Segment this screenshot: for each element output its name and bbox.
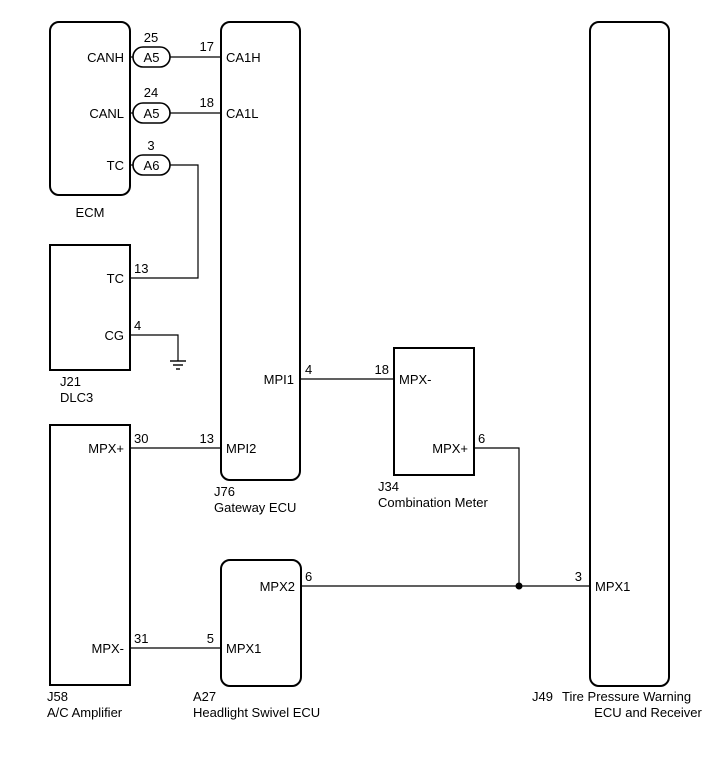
connector-a5-canh	[132, 46, 171, 68]
meter-label: Combination Meter	[378, 495, 488, 510]
meter-id: J34	[378, 479, 399, 494]
dlc3-pin-num-tc: 13	[134, 261, 148, 276]
connector-a6-tc	[132, 154, 171, 176]
tpw-label-line1: Tire Pressure Warning	[562, 689, 691, 704]
tpw-pin-mpx1: MPX1	[595, 579, 630, 594]
connector-a5-canl-label: A5	[144, 106, 160, 121]
ac-amplifier-box	[49, 424, 131, 686]
ac-pin-num-mpx-plus: 30	[134, 431, 148, 446]
headlight-pin-num-mpx2: 6	[305, 569, 312, 584]
gateway-pin-ca1l: CA1L	[226, 106, 259, 121]
meter-pin-mpx-plus: MPX+	[432, 441, 468, 456]
ac-label: A/C Amplifier	[47, 705, 123, 720]
tpw-pin-num-mpx1: 3	[575, 569, 582, 584]
ac-id: J58	[47, 689, 68, 704]
headlight-pin-num-mpx1: 5	[207, 631, 214, 646]
gateway-pin-ca1h: CA1H	[226, 50, 261, 65]
meter-pin-mpx-minus: MPX-	[399, 372, 432, 387]
tpw-id: J49	[532, 689, 553, 704]
gateway-label: Gateway ECU	[214, 500, 296, 515]
wire-mpx-meter	[474, 447, 520, 586]
gateway-pin-num-ca1l: 18	[200, 95, 214, 110]
dlc3-label: DLC3	[60, 390, 93, 405]
combination-meter-box	[393, 347, 475, 476]
dlc3-box	[49, 244, 131, 371]
meter-pin-num-mpx-minus: 18	[375, 362, 389, 377]
ac-pin-mpx-minus: MPX-	[92, 641, 125, 656]
headlight-label: Headlight Swivel ECU	[193, 705, 320, 720]
gateway-pin-mpi2: MPI2	[226, 441, 256, 456]
splice-point	[515, 582, 523, 590]
dlc3-pin-cg: CG	[105, 328, 125, 343]
gateway-ecu-box	[220, 21, 301, 481]
gateway-pin-num-ca1h: 17	[200, 39, 214, 54]
headlight-id: A27	[193, 689, 216, 704]
headlight-swivel-ecu-box	[220, 559, 302, 687]
dlc3-pin-tc: TC	[107, 271, 124, 286]
headlight-pin-mpx2: MPX2	[260, 579, 295, 594]
ground-icon	[170, 360, 186, 370]
gateway-pin-num-mpi2: 13	[200, 431, 214, 446]
connector-a6-tc-label: A6	[144, 158, 160, 173]
tpw-label-line2: ECU and Receiver	[594, 705, 702, 720]
ecm-box	[49, 21, 131, 196]
connector-a5-canh-pin: 25	[144, 30, 158, 45]
connector-a6-tc-pin: 3	[147, 138, 154, 153]
ecm-pin-tc: TC	[107, 158, 124, 173]
meter-pin-num-mpx-plus: 6	[478, 431, 485, 446]
wire-cg	[130, 334, 179, 361]
gateway-id: J76	[214, 484, 235, 499]
ecm-pin-canh: CANH	[87, 50, 124, 65]
connector-a5-canl	[132, 102, 171, 124]
ecm-pin-canl: CANL	[89, 106, 124, 121]
headlight-pin-mpx1: MPX1	[226, 641, 261, 656]
gateway-pin-mpi1: MPI1	[264, 372, 294, 387]
tpw-ecu-box	[589, 21, 670, 687]
ecm-label: ECM	[76, 205, 105, 220]
gateway-pin-num-mpi1: 4	[305, 362, 312, 377]
ac-pin-num-mpx-minus: 31	[134, 631, 148, 646]
ac-pin-mpx-plus: MPX+	[88, 441, 124, 456]
dlc3-id: J21	[60, 374, 81, 389]
connector-a5-canl-pin: 24	[144, 85, 158, 100]
connector-a5-canh-label: A5	[144, 50, 160, 65]
dlc3-pin-num-cg: 4	[134, 318, 141, 333]
